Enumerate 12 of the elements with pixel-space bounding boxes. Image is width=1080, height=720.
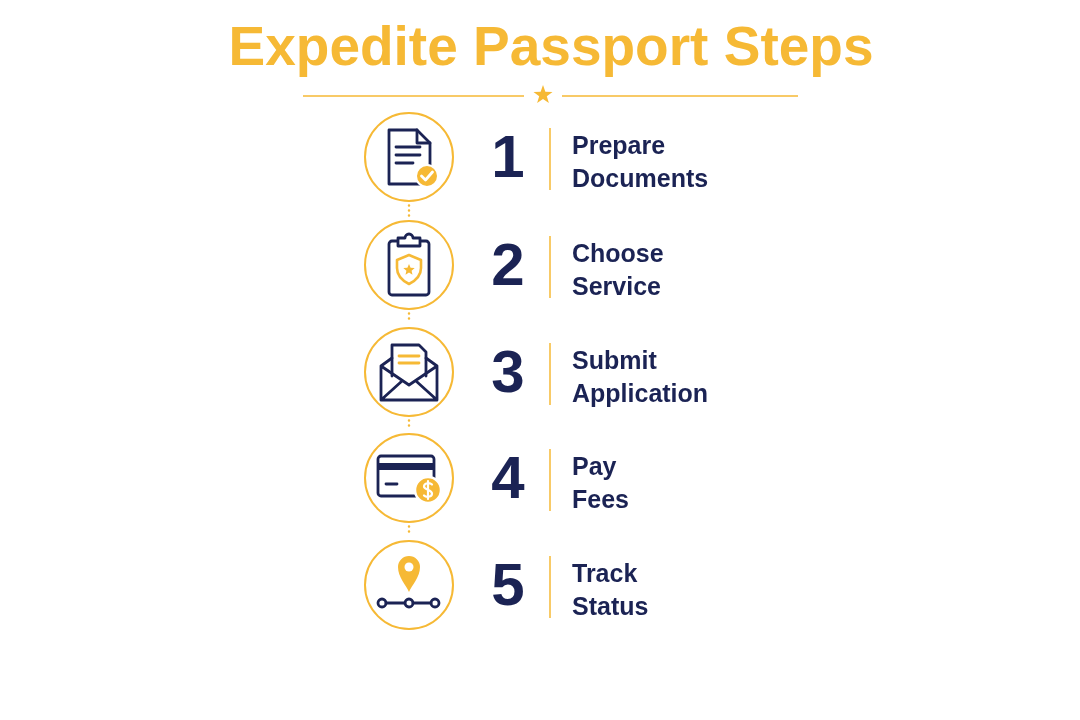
step-number: 1 — [490, 127, 526, 187]
step-number: 5 — [490, 555, 526, 615]
step-number: 3 — [490, 342, 526, 402]
step-number: 2 — [490, 235, 526, 295]
step-label: Pay Fees — [572, 451, 629, 515]
step-label: Track Status — [572, 558, 649, 622]
step-label: Prepare Documents — [572, 130, 709, 194]
step-label: Choose Service — [572, 238, 664, 302]
step-label: Submit Application — [572, 345, 709, 409]
title: Expedite Passport Steps — [228, 14, 874, 79]
step-number: 4 — [490, 448, 526, 508]
dotted-connector — [407, 204, 411, 218]
